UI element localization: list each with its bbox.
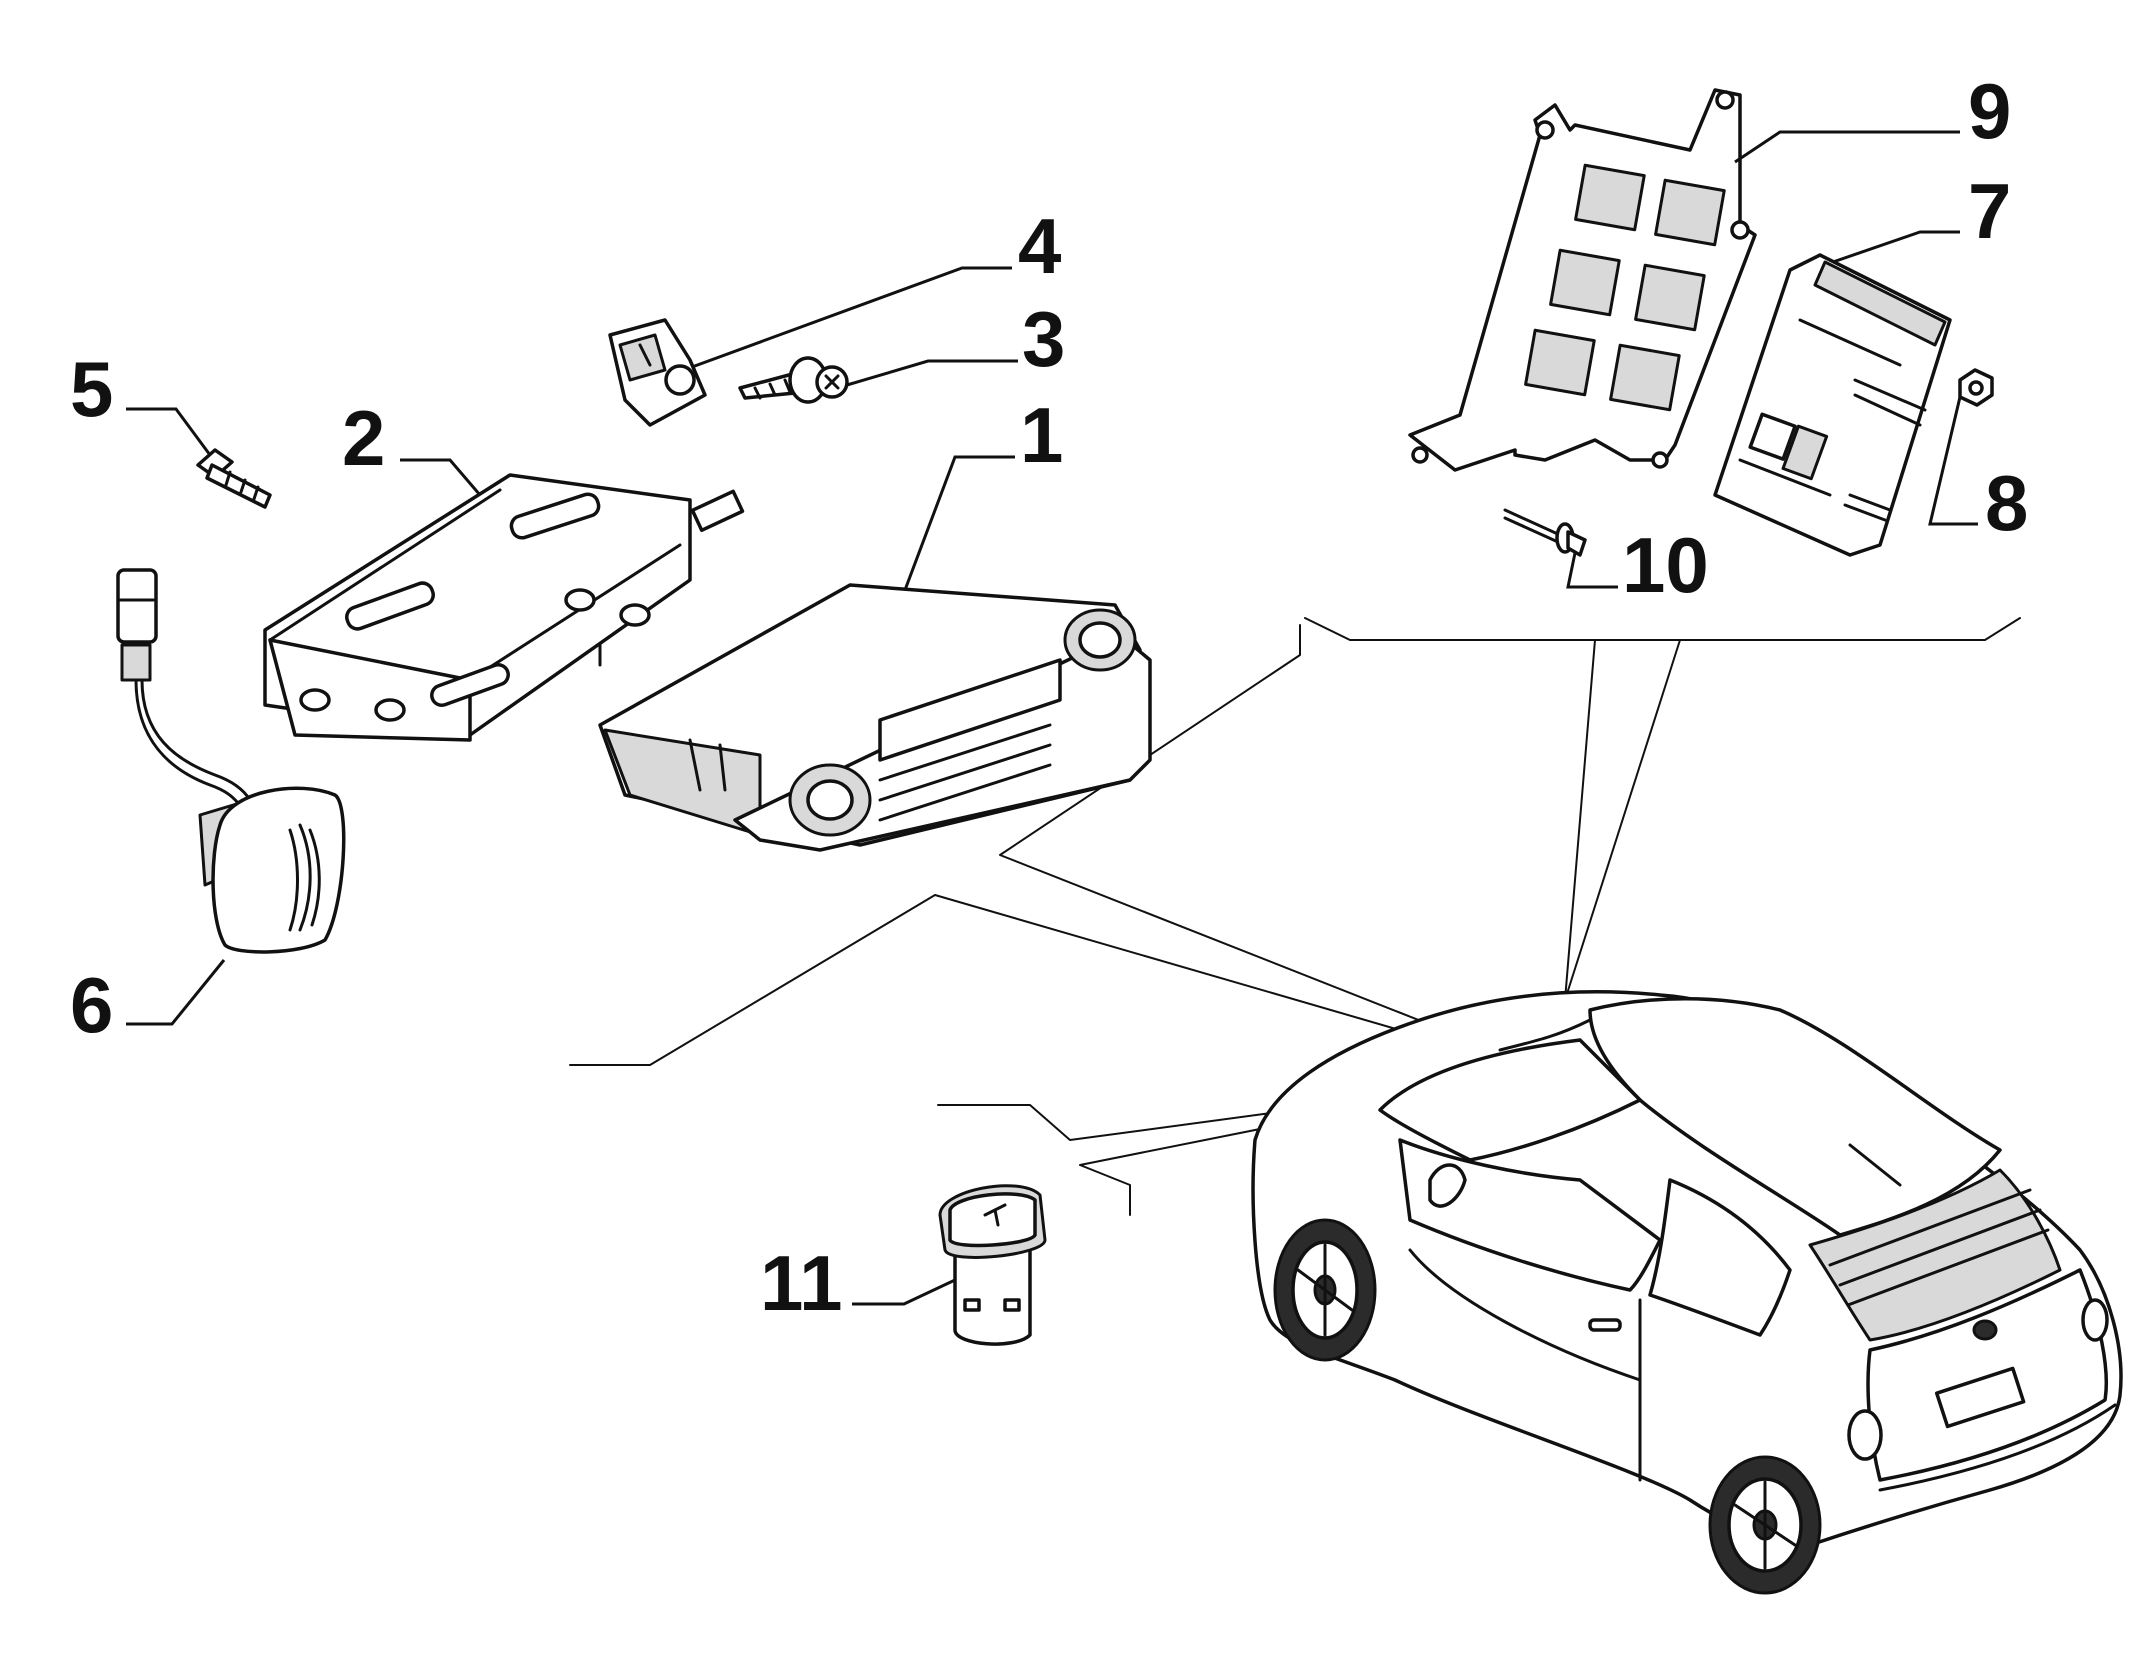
callout-4: 4 [1018,202,1061,290]
leader-lines [126,130,1978,1306]
callout-8: 8 [1985,459,2028,547]
callout-6: 6 [70,961,113,1049]
electronic-module [1713,253,1952,557]
screw [738,356,849,404]
callout-10: 10 [1622,521,1709,609]
car [1251,990,2123,1595]
callout-2: 2 [342,394,385,482]
pin-rivet [1503,508,1587,557]
nut [1958,368,1994,407]
speaker-with-cable [116,568,346,954]
callout-9: 9 [1968,67,2011,155]
radio-unit [598,583,1152,852]
bolt [196,448,272,509]
callout-5: 5 [70,345,113,433]
callout-11: 11 [760,1239,842,1327]
callout-7: 7 [1968,167,2011,255]
clip [608,318,707,427]
callout-labels: 1 2 3 4 5 6 7 8 9 10 11 [70,67,2028,1327]
mounting-frame [263,473,745,742]
callout-1: 1 [1020,391,1063,479]
switch [938,1184,1047,1346]
callout-3: 3 [1022,295,1065,383]
bracket-plate [1408,88,1757,472]
